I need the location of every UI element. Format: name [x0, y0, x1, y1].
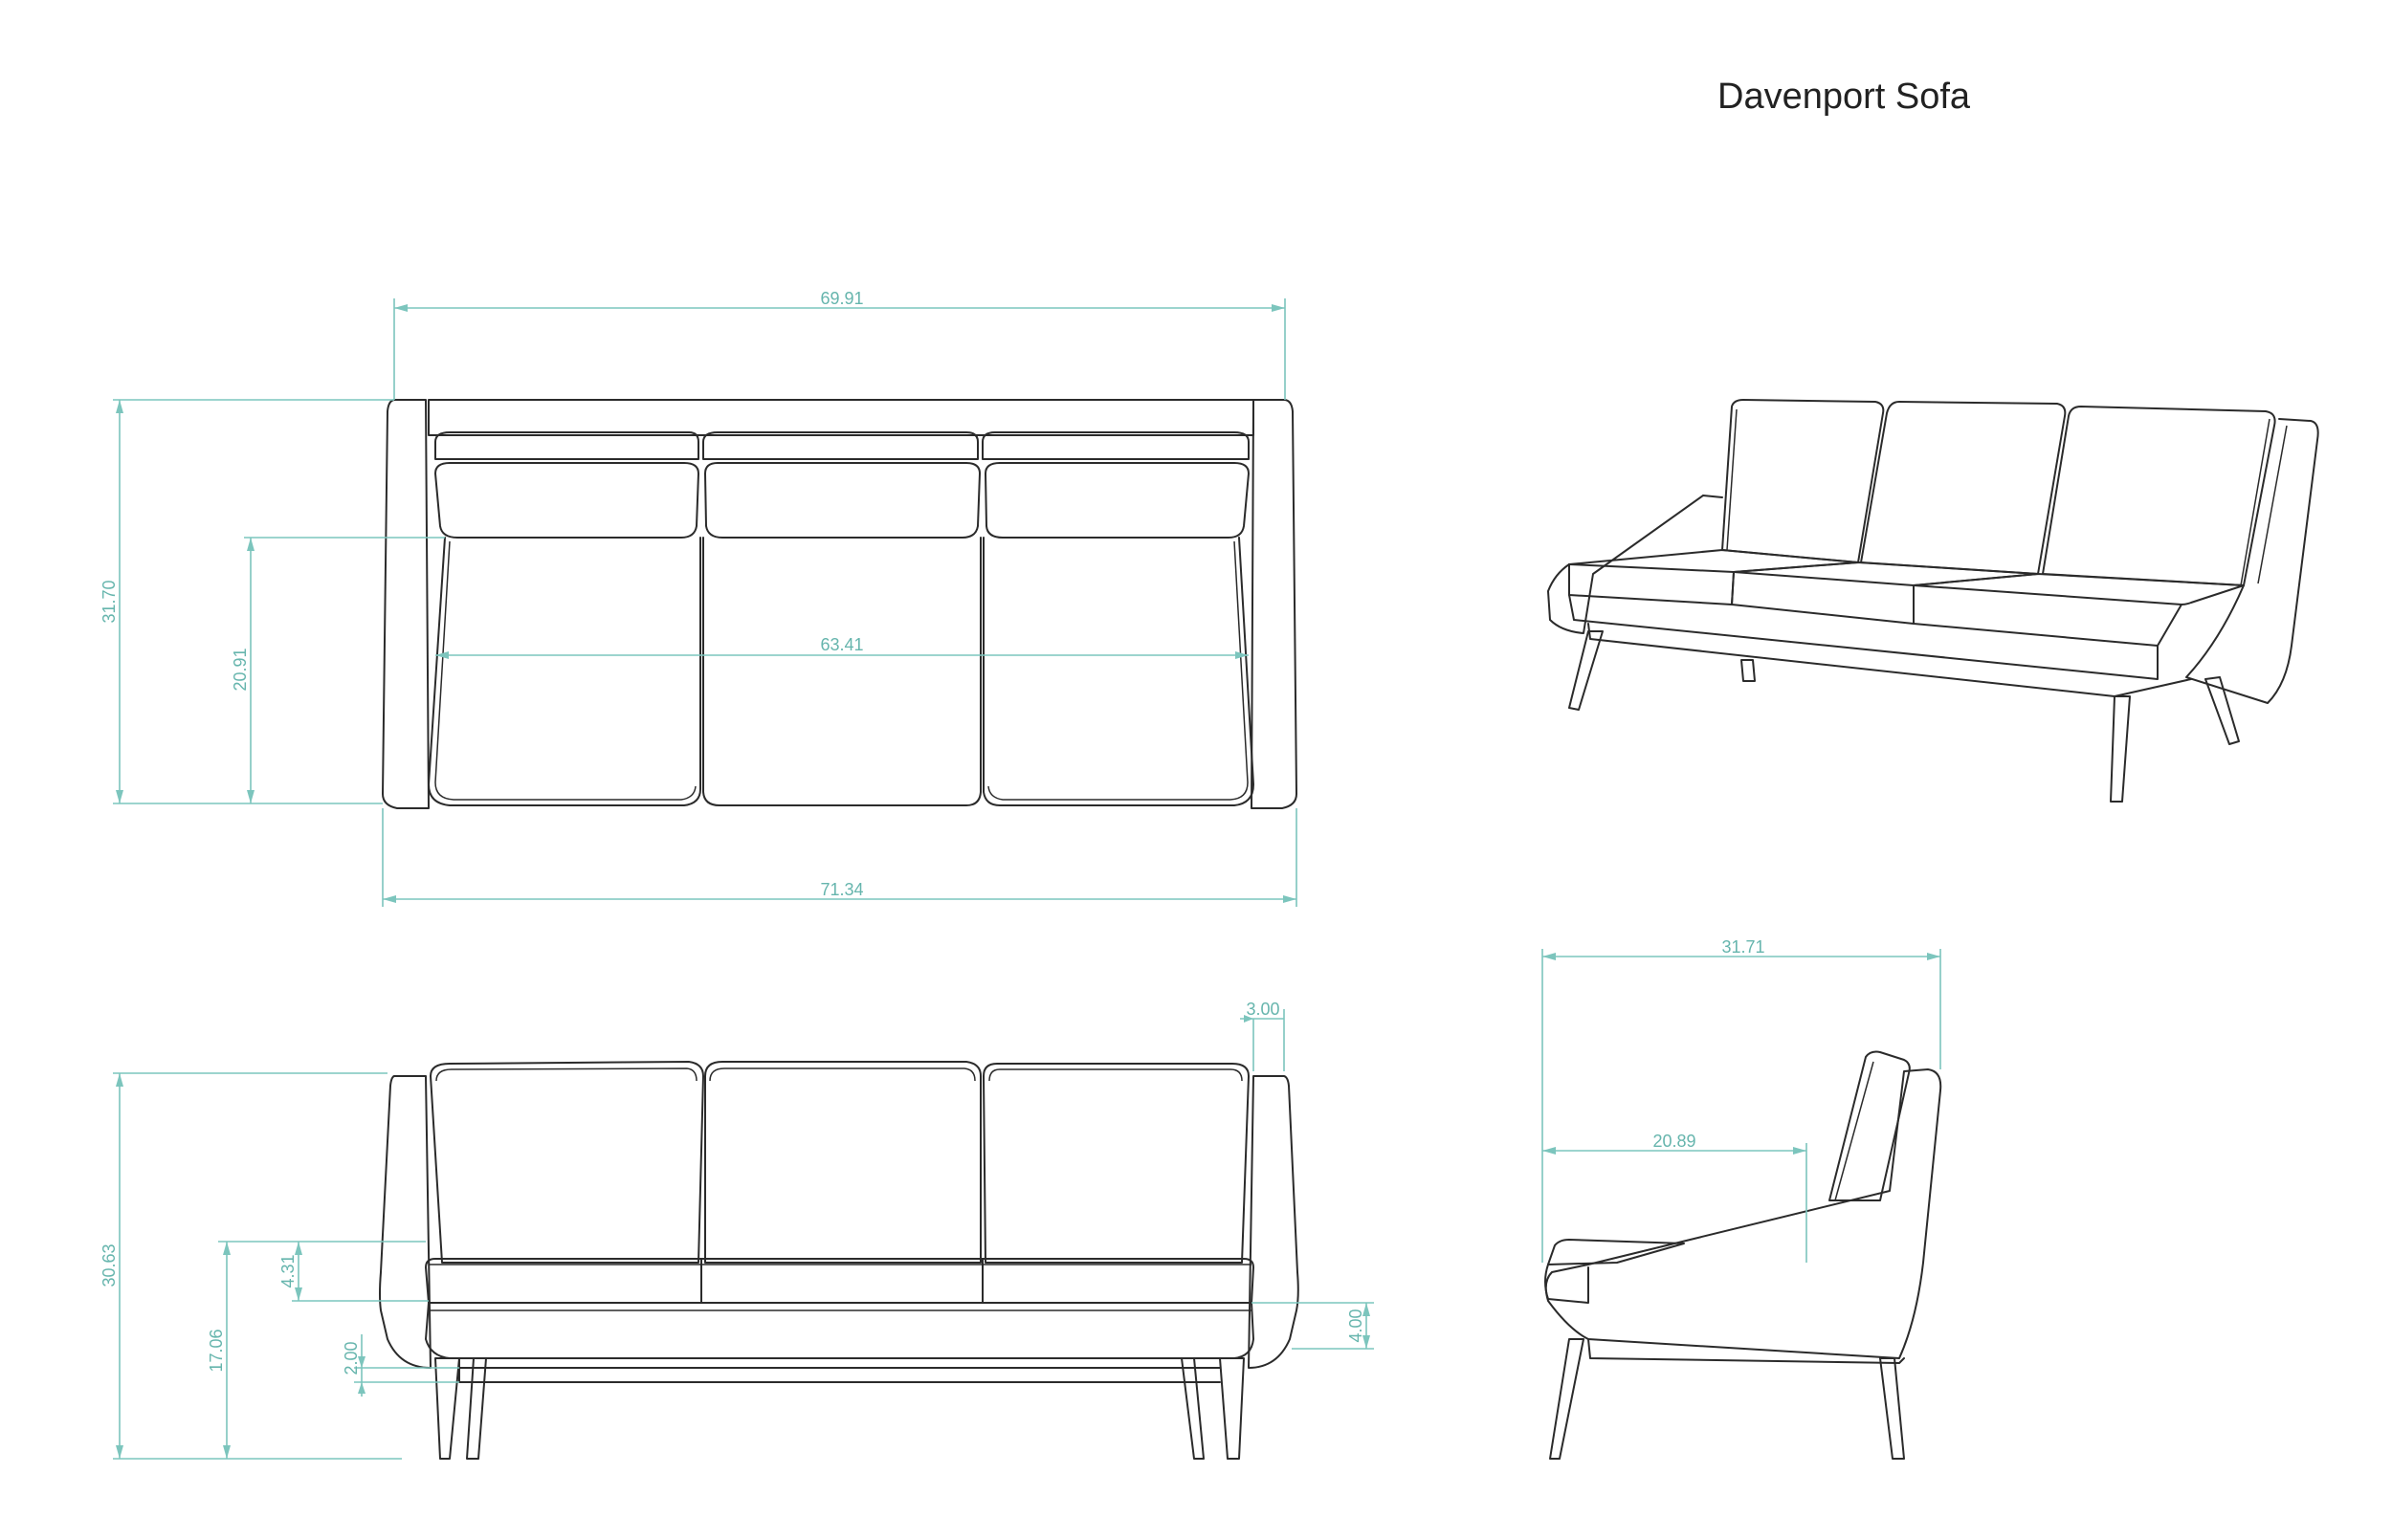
dim-top-base-width: 71.34 [820, 880, 863, 899]
dim-front-leg-gap: 2.00 [342, 1341, 361, 1375]
perspective-view [1547, 399, 2319, 803]
dim-top-overall-depth: 31.70 [100, 580, 119, 623]
top-dimensions: 69.91 31.70 20.91 63.41 71.34 [100, 289, 1297, 907]
dim-front-base-thickness: 4.00 [1346, 1309, 1365, 1342]
sofa-outline-top [382, 399, 1297, 809]
sofa-outline-side [1544, 1050, 1942, 1460]
dim-front-arm-width: 3.00 [1246, 1000, 1279, 1019]
top-view: 69.91 31.70 20.91 63.41 71.34 [100, 289, 1297, 907]
side-view: 31.71 20.89 [1541, 937, 1942, 1460]
dim-front-overall-height: 30.63 [100, 1243, 119, 1287]
dim-top-inner-width: 63.41 [820, 635, 863, 654]
front-dimensions: 3.00 30.63 17.06 4.31 [100, 1000, 1374, 1460]
dim-side-overall-depth: 31.71 [1721, 937, 1764, 957]
sofa-outline-front [379, 1061, 1299, 1460]
drawing-title: Davenport Sofa [1717, 77, 1971, 117]
front-view: 3.00 30.63 17.06 4.31 [100, 1000, 1374, 1460]
side-dimensions: 31.71 20.89 [1541, 937, 1941, 1263]
dim-top-overall-width: 69.91 [820, 289, 863, 308]
dim-side-seat-depth: 20.89 [1652, 1132, 1695, 1151]
dim-front-cushion-thickness: 4.31 [278, 1254, 298, 1287]
dim-top-seat-depth: 20.91 [231, 648, 250, 691]
dim-front-seat-height: 17.06 [207, 1329, 226, 1372]
